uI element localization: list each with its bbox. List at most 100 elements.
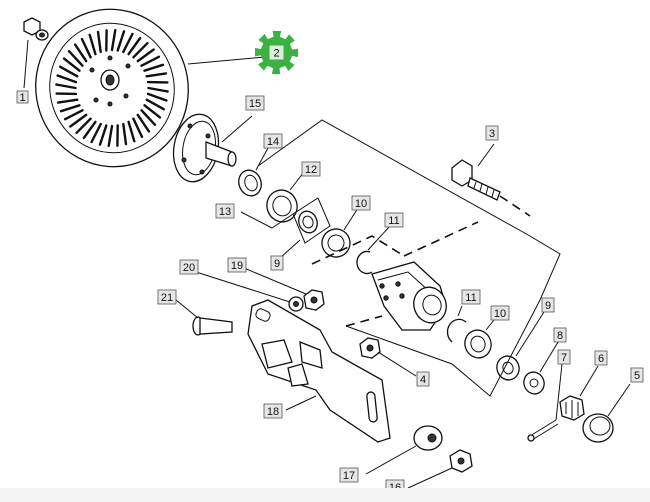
callout-11-bottom[interactable]: 11 xyxy=(461,289,481,305)
callout-labels: 1 2 3 4 5 6 7 8 xyxy=(16,30,644,495)
disc-slot xyxy=(107,124,114,148)
part-13-assembly-leader xyxy=(240,211,294,229)
svg-text:12: 12 xyxy=(305,164,317,176)
svg-text:5: 5 xyxy=(634,370,640,382)
callout-9-right[interactable]: 9 xyxy=(541,297,555,313)
callout-19[interactable]: 19 xyxy=(227,257,247,273)
disc-slot xyxy=(98,124,108,146)
part-8-washer xyxy=(523,341,559,395)
callout-13[interactable]: 13 xyxy=(215,203,235,219)
svg-text:10: 10 xyxy=(494,308,506,320)
disc-slot xyxy=(122,122,128,146)
svg-text:11: 11 xyxy=(388,215,399,227)
bottom-shade xyxy=(0,488,650,502)
callout-10-bottom[interactable]: 10 xyxy=(490,305,510,321)
callout-8[interactable]: 8 xyxy=(553,327,567,343)
svg-text:3: 3 xyxy=(489,128,495,140)
svg-text:10: 10 xyxy=(355,198,367,210)
callout-14[interactable]: 14 xyxy=(263,133,283,149)
disc-slot xyxy=(132,42,149,59)
disc-slot xyxy=(69,113,88,128)
callout-9-left[interactable]: 9 xyxy=(270,255,284,271)
part-2-disc xyxy=(35,8,266,168)
part-14-bearing-cup xyxy=(238,147,269,197)
part-4-nut xyxy=(359,337,417,377)
part-17-bushing xyxy=(365,425,443,475)
callout-18[interactable]: 18 xyxy=(263,403,283,419)
svg-text:4: 4 xyxy=(420,374,426,386)
disc-slot xyxy=(132,117,144,139)
callout-12[interactable]: 12 xyxy=(301,161,321,177)
svg-text:21: 21 xyxy=(161,292,173,304)
part-1-bolt xyxy=(23,17,49,89)
disc-slot xyxy=(145,98,165,111)
disc-slot xyxy=(145,72,168,78)
part-19-nut xyxy=(243,267,325,311)
callout-10-top[interactable]: 10 xyxy=(351,195,371,211)
callout-21[interactable]: 21 xyxy=(157,289,177,305)
disc-slot xyxy=(56,74,78,84)
callout-7[interactable]: 7 xyxy=(557,349,571,365)
part-9-cone-top xyxy=(279,197,331,259)
disc-slot xyxy=(143,63,165,72)
svg-text:8: 8 xyxy=(557,330,563,342)
svg-text:14: 14 xyxy=(267,136,279,148)
disc-slot xyxy=(75,117,92,134)
disc-slot xyxy=(143,104,162,119)
disc-slot xyxy=(122,32,134,54)
disc-slot xyxy=(116,30,126,52)
callout-5[interactable]: 5 xyxy=(630,367,644,383)
callout-3[interactable]: 3 xyxy=(485,125,499,141)
callout-4[interactable]: 4 xyxy=(416,371,430,387)
svg-text:1: 1 xyxy=(19,92,25,104)
svg-text:11: 11 xyxy=(465,292,476,304)
assembly-outline xyxy=(257,119,561,397)
callout-15[interactable]: 15 xyxy=(245,95,265,111)
disc-slot xyxy=(88,33,97,56)
part-7-cotter-pin xyxy=(527,363,563,442)
callout-11-top[interactable]: 11 xyxy=(384,212,404,228)
disc-slot xyxy=(127,120,136,143)
disc-slot xyxy=(140,55,161,67)
part-6-castle-nut xyxy=(559,365,599,421)
disc-slot xyxy=(96,30,102,54)
disc-slot xyxy=(147,86,169,93)
disc-slot xyxy=(73,43,88,63)
disc-slot xyxy=(56,98,79,104)
part-18-mounting-plate xyxy=(247,299,391,443)
disc-slot xyxy=(67,50,84,67)
disc-slot xyxy=(63,109,84,121)
svg-text:9: 9 xyxy=(274,258,280,270)
part-15-hub xyxy=(172,113,253,183)
svg-text:17: 17 xyxy=(343,470,355,482)
part-11-snap-ring-top xyxy=(356,225,391,275)
svg-text:13: 13 xyxy=(219,206,231,218)
part-20-washer xyxy=(195,271,304,312)
svg-text:19: 19 xyxy=(231,260,243,272)
svg-text:20: 20 xyxy=(183,262,195,274)
callout-2-highlighted[interactable]: 2 xyxy=(254,30,299,75)
svg-text:7: 7 xyxy=(561,352,567,364)
part-21-carriage-bolt xyxy=(175,299,233,336)
bearing-housing xyxy=(371,261,447,331)
disc-slot xyxy=(146,92,168,102)
part-3-bolt xyxy=(451,143,501,201)
callout-20[interactable]: 20 xyxy=(179,259,199,275)
disc-slot xyxy=(90,122,102,144)
callout-6[interactable]: 6 xyxy=(594,350,608,366)
svg-text:18: 18 xyxy=(267,406,279,418)
disc-slot xyxy=(127,36,142,56)
part-12-race xyxy=(266,171,305,223)
part-5-dust-cap xyxy=(582,383,631,443)
part-10-cup-bottom xyxy=(464,319,495,359)
disc-slot xyxy=(110,28,117,52)
disc-slot xyxy=(136,48,155,63)
callout-1[interactable]: 1 xyxy=(16,90,29,104)
svg-text:2: 2 xyxy=(273,48,279,60)
disc-slot xyxy=(55,83,77,90)
callout-17[interactable]: 17 xyxy=(339,467,359,483)
disc-slot xyxy=(80,37,92,59)
disc-slot xyxy=(62,57,81,72)
part-16-nut xyxy=(407,449,473,489)
